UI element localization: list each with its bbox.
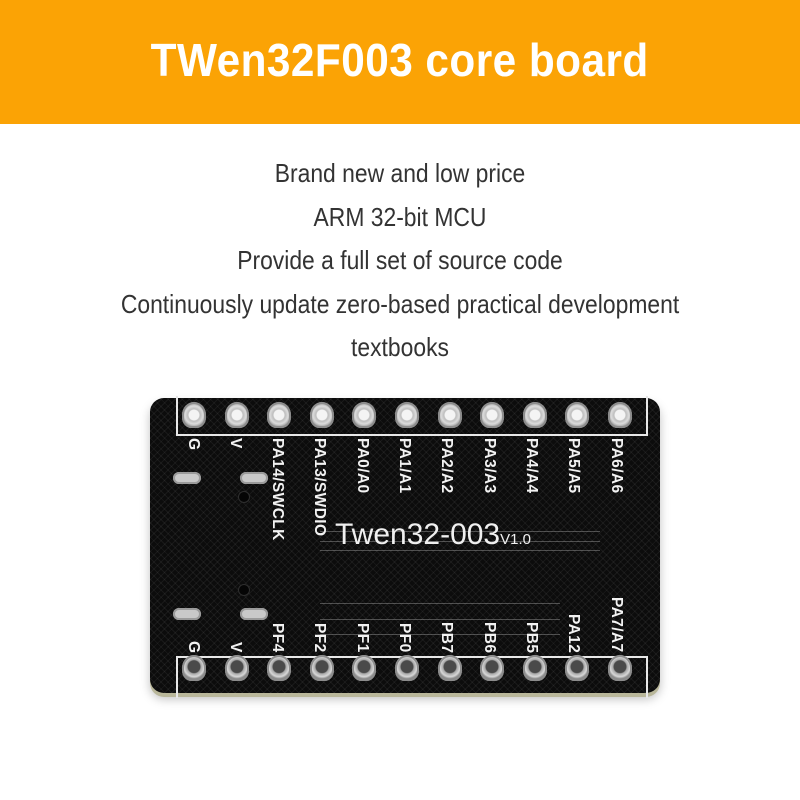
feature-line: ARM 32-bit MCU	[313, 201, 487, 232]
pin-pad-icon	[607, 655, 632, 681]
board-model-label: Twen32-003V1.0	[335, 518, 531, 552]
pin-label-bottom: PB7	[438, 621, 455, 653]
pin-label-bottom: PF4	[269, 623, 286, 653]
pin-label-top: PA13/SWDIO	[311, 438, 328, 537]
solder-pad-icon	[173, 472, 201, 484]
feature-line: Brand new and low price	[274, 158, 526, 188]
pin-label-top: PA3/A3	[481, 438, 498, 494]
via-icon	[238, 491, 250, 503]
pin-pad-icon	[480, 402, 505, 428]
pin-label-top: PA0/A0	[354, 438, 371, 494]
pcb-board-image: G V PA14/SWCLK PA13/SWDIO PA0/A0 PA1/A1 …	[150, 396, 660, 698]
pin-pad-icon	[437, 402, 462, 428]
pin-label-top: PA4/A4	[523, 438, 540, 494]
pin-pad-icon	[309, 655, 334, 681]
pcb-trace	[320, 634, 560, 635]
pin-label-bottom: PF1	[354, 623, 371, 653]
pcb-trace	[320, 619, 560, 620]
bottom-header-pins	[182, 655, 632, 681]
product-title: TWen32F003 core board	[150, 34, 650, 86]
pcb-trace	[320, 541, 600, 542]
pin-pad-icon	[394, 402, 419, 428]
pin-label-top: PA1/A1	[396, 438, 413, 494]
pin-pad-icon	[267, 655, 292, 681]
feature-line: textbooks	[351, 332, 449, 362]
pin-pad-icon	[352, 655, 377, 681]
pcb-trace	[320, 531, 600, 532]
feature-line: Provide a full set of source code	[237, 245, 563, 275]
pin-label-bottom: PB5	[523, 621, 540, 653]
via-icon	[238, 584, 250, 596]
pin-label-top: PA6/A6	[608, 438, 625, 494]
pin-label-top: PA14/SWCLK	[269, 438, 286, 541]
silkscreen-outline-top	[176, 396, 648, 436]
pin-label-bottom: G	[185, 640, 202, 653]
top-header-pins	[182, 402, 632, 428]
header-banner: TWen32F003 core board	[0, 0, 800, 124]
pin-label-top: V	[227, 438, 244, 449]
pin-label-bottom: PF2	[311, 623, 328, 653]
feature-line: Continuously update zero-based practical…	[120, 288, 680, 319]
pin-label-top: PA5/A5	[565, 438, 582, 494]
pin-label-bottom: PF0	[396, 623, 413, 653]
pin-pad-icon	[224, 402, 249, 428]
pcb-trace	[320, 550, 600, 551]
pin-label-bottom: V	[227, 642, 244, 653]
pin-label-bottom: PA7/A7	[608, 597, 625, 653]
board-model-name: Twen32-003	[335, 518, 501, 551]
pin-pad-icon	[522, 402, 547, 428]
pin-pad-icon	[394, 655, 419, 681]
pin-pad-icon	[224, 655, 249, 681]
pin-pad-icon	[565, 655, 590, 681]
pin-pad-icon	[437, 655, 462, 681]
pin-pad-icon	[565, 402, 590, 428]
solder-pad-icon	[240, 608, 268, 620]
pcb-trace	[320, 603, 560, 604]
solder-pad-icon	[173, 608, 201, 620]
pin-pad-icon	[182, 402, 206, 428]
board-version: V1.0	[500, 531, 531, 548]
pin-label-top: PA2/A2	[438, 438, 455, 494]
pin-pad-icon	[480, 655, 505, 681]
solder-pad-icon	[240, 472, 268, 484]
pin-pad-icon	[267, 402, 292, 428]
pin-pad-icon	[309, 402, 334, 428]
pin-label-bottom: PB6	[481, 621, 498, 653]
pin-pad-icon	[607, 402, 632, 428]
feature-list: Brand new and low price ARM 32-bit MCU P…	[0, 152, 800, 370]
pin-label-top: G	[185, 438, 202, 451]
pin-pad-icon	[182, 655, 206, 681]
pin-pad-icon	[522, 655, 547, 681]
pin-pad-icon	[352, 402, 377, 428]
pin-label-bottom: PA12	[565, 613, 582, 653]
